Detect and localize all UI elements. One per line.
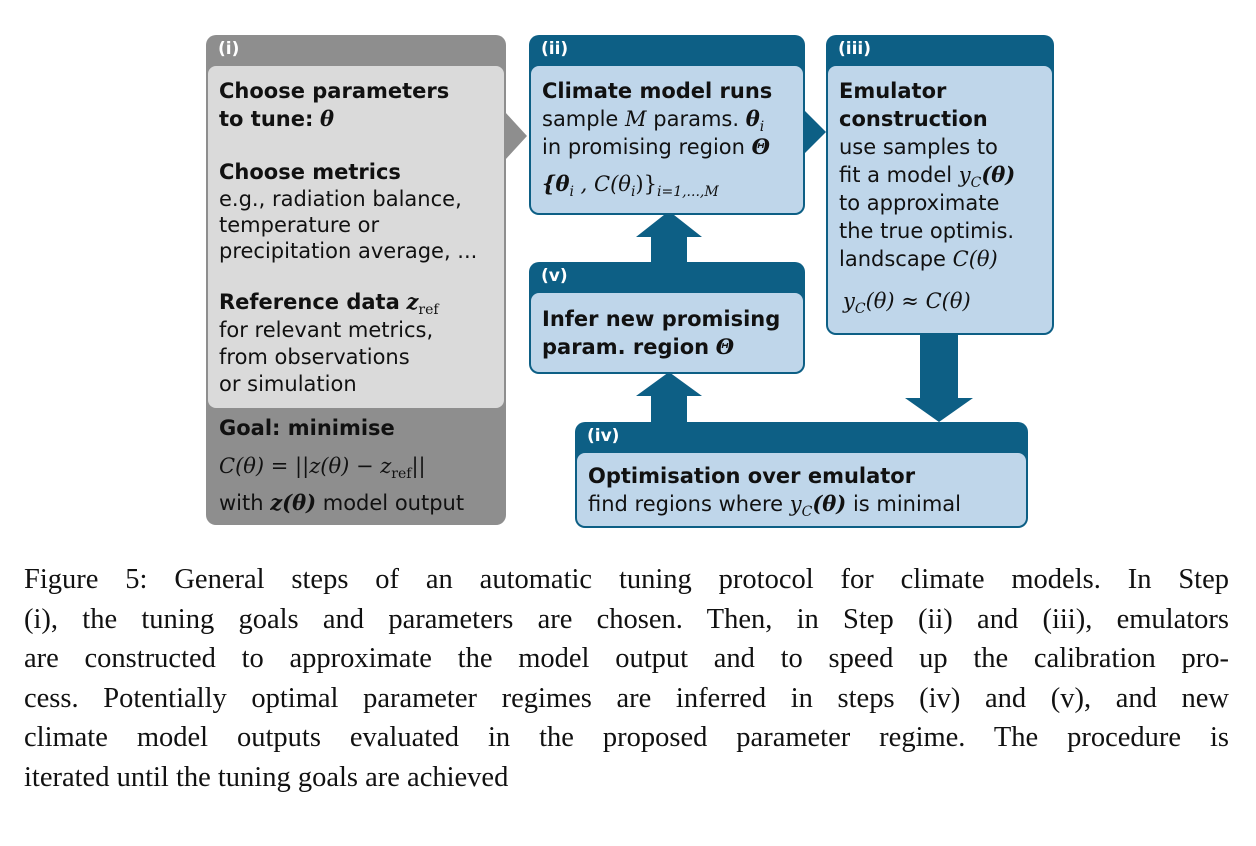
step-ii-theta: θ [745, 106, 760, 131]
step-i-ref-sub: ref [418, 302, 439, 319]
step-i-goal-title: Goal: minimise [219, 416, 395, 440]
arrow-i-to-ii [505, 112, 527, 160]
step-i-theta: θ [320, 106, 335, 131]
step-v-label: (v) [541, 266, 568, 286]
step-ii-region: Θ [751, 134, 770, 159]
step-iii-approx-rest: (θ) ≈ C(θ) [865, 289, 971, 313]
tuning-protocol-diagram: (i) Choose parameters to tune: θ Choose … [206, 35, 1054, 528]
step-iii-model-arg: (θ) [981, 162, 1016, 187]
step-iv-y-sub: C [801, 504, 813, 521]
step-i-title-2-row: to tune: θ [219, 105, 334, 133]
step-iv-line: find regions where yC(θ) is minimal [588, 490, 961, 526]
step-i-ref-1: for relevant metrics, [219, 318, 434, 342]
caption-line-5: climate model outputs evaluated in the p… [24, 722, 1229, 753]
step-i-goal-formula-end: || [411, 454, 426, 478]
step-ii-set-range: i=1,...,M [656, 184, 719, 201]
step-i-ref-title: Reference data [219, 290, 400, 314]
step-ii-set-sub1: i [569, 184, 574, 201]
step-i-metrics-3: precipitation average, ... [219, 239, 478, 263]
step-iii-line1: use samples to [839, 135, 998, 159]
step-ii-set-mid: , C(θ [574, 172, 631, 196]
arrow-ii-to-iii [804, 110, 826, 154]
step-iii-landscape: C(θ) [952, 247, 998, 271]
step-i-metrics-title: Choose metrics [219, 160, 401, 184]
step-iv-inner [577, 453, 1026, 526]
step-iii-model-y: y [958, 163, 971, 187]
step-i-goal-formula-row: C(θ) = ||z(θ) − zref|| [219, 452, 426, 488]
step-iii-title-1: Emulator [839, 79, 947, 103]
step-iii-line4: the true optimis. [839, 219, 1015, 243]
step-ii-line2: in promising region Θ [542, 133, 770, 161]
step-ii-M: M [625, 107, 647, 131]
caption-line-4: cess. Potentially optimal parameter regi… [24, 682, 1229, 714]
step-iv-y: y [789, 492, 802, 516]
step-i-ref-3: or simulation [219, 372, 357, 396]
arrow-v-to-ii [636, 211, 702, 266]
step-ii-line1-prefix: sample [542, 107, 619, 131]
step-iii-line2: fit a model yC(θ) [839, 161, 1015, 197]
step-iii-label: (iii) [838, 39, 872, 59]
caption-line-2: (i), the tuning goals and parameters are… [24, 603, 1229, 635]
step-ii-theta-sub: i [759, 119, 765, 136]
step-iii-line5: landscape C(θ) [839, 245, 998, 273]
step-v-title-1: Infer new promising [542, 307, 781, 331]
step-ii-inner [531, 66, 803, 213]
step-i-metrics-2: temperature or [219, 213, 380, 237]
arrow-iii-to-iv [905, 330, 973, 422]
step-v-inner [531, 293, 803, 372]
step-i-label: (i) [218, 39, 240, 59]
step-ii-label: (ii) [541, 39, 569, 59]
step-iv-title: Optimisation over emulator [588, 464, 916, 488]
caption-line-6: iterated until the tuning goals are achi… [24, 761, 509, 793]
step-iii-line2-text: fit a model [839, 163, 953, 187]
step-iii-approx-y: y [843, 289, 855, 313]
step-iii-line3: to approximate [839, 191, 1000, 215]
step-iii-approx-sub: C [854, 301, 866, 318]
step-i-goal-note-row: with z(θ) model output [219, 489, 464, 517]
step-ii-line2-text: in promising region [542, 135, 745, 159]
step-iv-text-suffix: is minimal [852, 492, 961, 516]
step-ii-line1: sample M params. θi [542, 105, 764, 141]
step-i-title-1: Choose parameters [219, 79, 450, 103]
step-i-goal-note-suffix: model output [322, 491, 465, 515]
step-ii-line3: {θi , C(θi)}i=1,...,M [542, 170, 719, 206]
step-v-title-2-row: param. region Θ [542, 333, 734, 361]
step-ii-title: Climate model runs [542, 79, 773, 103]
connector-arrows [505, 110, 973, 425]
step-iii-inner [828, 66, 1052, 333]
arrow-iv-to-v [636, 372, 702, 425]
step-v-region: Θ [715, 334, 735, 359]
step-iii-line5-text: landscape [839, 247, 946, 271]
step-i-inner [208, 66, 504, 408]
step-iii-model-sub: C [970, 175, 982, 192]
step-i-goal-note-prefix: with [219, 491, 264, 515]
step-iv-label: (iv) [587, 426, 620, 446]
step-i-goal-formula-sub: ref [391, 466, 412, 483]
step-i-ref-2: from observations [219, 345, 410, 369]
caption-line-1: Figure 5: General steps of an automatic … [24, 564, 1229, 595]
caption-line-3: are constructed to approximate the model… [24, 643, 1229, 674]
figure-caption: Figure 5: General steps of an automatic … [24, 560, 1229, 797]
step-iv-text-prefix: find regions where [588, 492, 784, 516]
step-iii-line6: yC(θ) ≈ C(θ) [843, 287, 971, 323]
step-ii-set-open: {θ [542, 171, 570, 196]
step-i-ref-symbol: z [406, 289, 419, 314]
step-i-title-2: to tune: [219, 107, 314, 131]
step-i-goal-formula: C(θ) = ||z(θ) − z [219, 454, 392, 478]
step-iv-y-arg: (θ) [812, 491, 847, 516]
step-i-metrics-1: e.g., radiation balance, [219, 187, 462, 211]
step-ii-set-sub2: i [630, 184, 636, 201]
step-iii-title-2: construction [839, 107, 988, 131]
step-i-goal-note-symbol: z(θ) [270, 490, 317, 515]
step-ii-line1-mid: params. [653, 107, 740, 131]
step-v-title-2: param. region [542, 335, 710, 359]
step-i-ref-row: Reference data zref [219, 288, 439, 324]
step-ii-set-close: )} [635, 172, 657, 196]
